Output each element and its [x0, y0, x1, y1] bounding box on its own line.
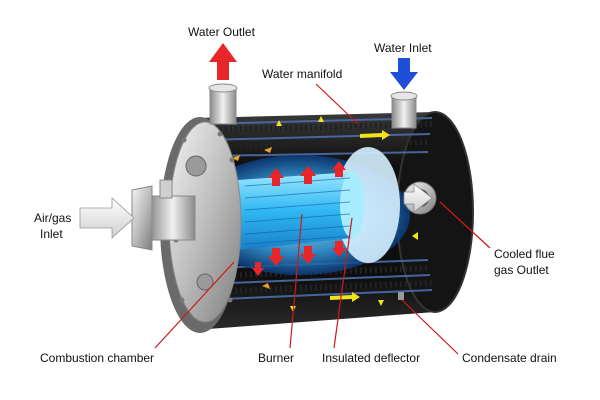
pointer-water-manifold — [315, 83, 359, 125]
water-inlet-arrow-icon — [390, 58, 418, 90]
pointer-burner — [289, 213, 303, 349]
pointer-combustion-chamber — [154, 261, 235, 349]
air-gas-inlet-fitting — [131, 179, 196, 251]
label-cooled-flue-line2: gas Outlet — [494, 263, 549, 277]
burner — [238, 172, 364, 250]
label-air-gas-inlet-line2: Inlet — [40, 227, 63, 241]
label-air-gas-inlet-line1: Air/gas — [34, 211, 71, 225]
label-cooled-flue-line1: Cooled flue — [494, 247, 555, 261]
water-inlet-pipe — [390, 91, 418, 129]
pointer-cooled-flue — [439, 201, 491, 249]
label-burner: Burner — [258, 351, 294, 365]
pointer-insulated-deflector — [333, 217, 353, 349]
label-condensate-drain: Condensate drain — [462, 351, 557, 365]
flue-outlet-arrow-icon — [403, 183, 433, 213]
water-outlet-arrow-icon — [209, 43, 237, 80]
label-combustion-chamber: Combustion chamber — [40, 351, 154, 365]
label-water-inlet: Water Inlet — [374, 41, 432, 55]
condensate-drain-port — [398, 292, 404, 300]
pointer-condensate-drain — [401, 299, 459, 355]
label-water-outlet: Water Outlet — [188, 25, 256, 39]
heat-flow-arrows — [252, 161, 346, 276]
air-gas-inlet-arrow-icon — [79, 197, 135, 239]
water-outlet-pipe — [208, 83, 238, 125]
label-water-manifold: Water manifold — [262, 67, 342, 81]
pointer-lines — [154, 83, 491, 355]
label-insulated-deflector: Insulated deflector — [322, 351, 420, 365]
